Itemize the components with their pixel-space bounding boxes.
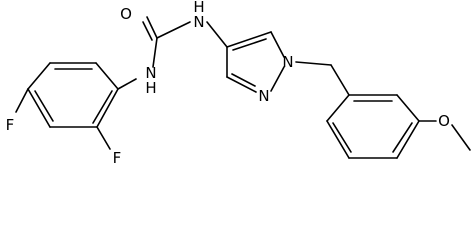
bond-df-c1-c2: [96, 88, 119, 128]
atom-urea-nh-left-h: H: [145, 79, 156, 97]
atom-fluoro-ortho: F: [113, 149, 122, 167]
atom-fluoro-para: F: [6, 116, 15, 134]
bond-pyrazole-c4-c5-inner: [232, 38, 267, 51]
molecule-canvas: O H N N H N N F F O: [6, 0, 471, 167]
bond-mb-c3-c4-inner: [392, 122, 413, 153]
molecule-structure: O H N N H N N F F O: [6, 0, 471, 167]
bond-df-c6-c1: [95, 62, 119, 90]
bond-pyrazole-n1-n2: [270, 66, 285, 92]
bond-df-c1-c2-inner: [92, 90, 113, 124]
bond-pyrazole-c4-c5: [226, 31, 272, 48]
bond-carbonyl-nh-right: [156, 21, 191, 39]
bond-df-c3-c4-inner: [34, 90, 54, 122]
atom-pyrazole-n2: N: [258, 87, 269, 105]
bond-c-o-double-b: [142, 21, 153, 41]
bond-df-c3-c4: [27, 88, 51, 128]
atom-carbonyl-oxygen: O: [120, 5, 132, 23]
atom-labels: O H N N H N N F F O: [6, 0, 450, 167]
bond-mb-c5-c6: [326, 120, 350, 159]
bond-df-c4-c5: [27, 62, 51, 90]
bond-nh-pyrazole-c4: [206, 21, 228, 48]
bond-mb-c2-c3: [396, 94, 420, 122]
atom-urea-nh-left-n: N: [145, 64, 156, 82]
bond-methoxy-o-ch3: [451, 124, 471, 151]
bond-pyrazole-n2-c3: [226, 76, 257, 93]
atom-pyrazole-n1: N: [282, 53, 293, 71]
bond-mb-c5-c6-inner: [332, 122, 352, 153]
atom-urea-nh-left: N H: [145, 64, 156, 97]
bond-ch2-ring: [330, 64, 350, 96]
atom-urea-nh-right: H N: [193, 0, 204, 31]
atom-urea-nh-right-n: N: [193, 13, 204, 31]
bond-pyrazole-n2-c3-inner: [231, 73, 256, 87]
bond-mb-c3-c4: [396, 120, 420, 159]
atom-methoxy-oxygen: O: [438, 112, 450, 130]
atom-urea-nh-right-h: H: [193, 0, 204, 16]
bond-ring-fluoro-para: [15, 88, 29, 113]
bond-carbonyl-nh-left: [152, 37, 158, 68]
bond-n1-ch2: [295, 61, 332, 66]
bond-mb-c6-c1: [326, 94, 350, 122]
bonds: [15, 16, 471, 159]
bond-nh-left-ring: [117, 78, 137, 90]
bond-pyrazole-c5-n1: [270, 31, 285, 58]
bond-c-o-double-a: [146, 16, 158, 39]
bond-ring-fluoro-ortho: [96, 126, 111, 150]
